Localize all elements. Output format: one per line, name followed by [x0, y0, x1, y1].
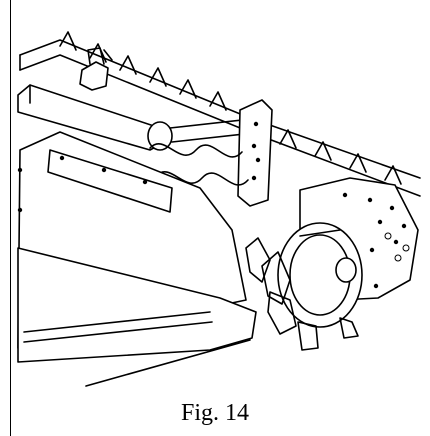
figure-caption: Fig. 14	[180, 400, 249, 426]
upper-frame-bar	[19, 39, 421, 197]
inner-auger	[149, 143, 249, 186]
rear-crossbar	[17, 84, 263, 151]
front-shield	[17, 247, 257, 387]
vertical-mount-plate	[237, 99, 273, 207]
rotor-hub	[277, 222, 363, 328]
tine-clips	[59, 31, 402, 185]
machine-illustration	[17, 31, 421, 387]
margin-rule	[10, 0, 11, 436]
handle-bracket	[79, 47, 113, 91]
rotor-tines	[245, 237, 359, 351]
